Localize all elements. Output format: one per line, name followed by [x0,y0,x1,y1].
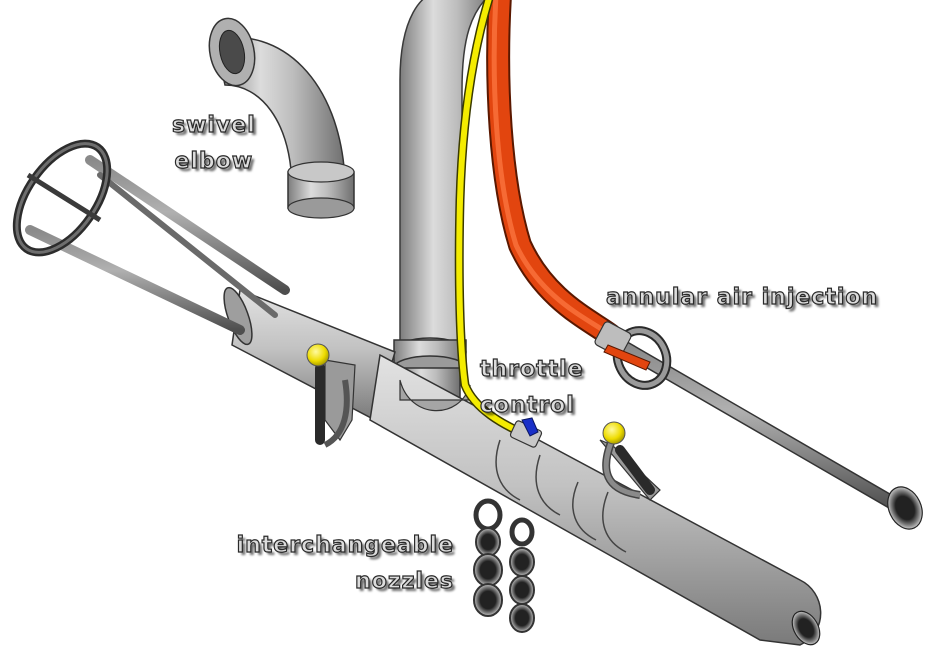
nozzle-ring [509,517,535,547]
nozzle-ring [473,553,503,587]
vertical-riser-pipe [393,0,486,399]
throttle-control-label: throttle control [479,352,584,424]
interchangeable-nozzles-label-line2: nozzles [354,568,454,594]
air-line-hose [486,0,622,347]
throttle-control-label-line2: control [479,392,575,418]
front-knob-icon [602,421,626,445]
interchangeable-nozzles-label: interchangeable nozzles [218,528,454,600]
swivel-elbow [208,17,355,219]
nozzle-ring [473,498,503,532]
nozzle-ring [509,575,535,605]
rear-cage-frame [12,139,290,335]
annular-air-injection-label: annular air injection [605,280,879,316]
swivel-elbow-label-line2: elbow [174,148,254,174]
nozzle-ring [475,527,501,557]
annular-air-injection-label-line1: annular air injection [605,284,879,310]
nozzle-ring [509,603,535,633]
nozzle-set [473,498,535,633]
nozzle-ring [509,547,535,577]
rear-handle [306,343,356,448]
interchangeable-nozzles-label-line1: interchangeable [236,532,454,558]
swivel-elbow-label-line1: swivel [171,112,256,138]
fuel-line-hose [454,0,525,437]
nozzle-ring [473,583,503,617]
annular-air-injection-rod [594,321,923,530]
front-handle [599,421,661,501]
swivel-elbow-label: swivel elbow [171,108,256,180]
rear-knob-icon [306,343,330,367]
throttle-valve [509,417,543,448]
throttle-control-label-line1: throttle [479,356,584,382]
